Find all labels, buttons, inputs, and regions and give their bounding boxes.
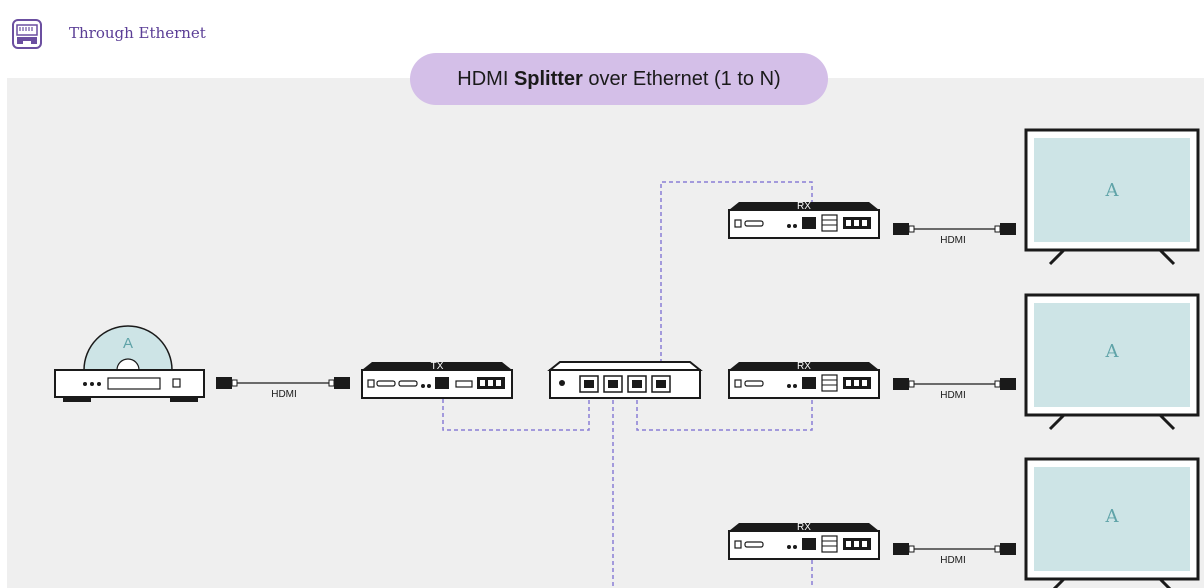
display-top: A [1024, 128, 1200, 266]
disc-letter: A [123, 335, 133, 352]
cable-label: HDMI [940, 555, 966, 566]
switch-to-rx-top-link [660, 181, 813, 370]
display-middle: A [1024, 293, 1200, 431]
diagram-title: HDMI Splitter over Ethernet (1 to N) [410, 53, 828, 105]
switch-to-rx-middle-link [636, 393, 813, 431]
title-suffix: over Ethernet (1 to N) [582, 67, 781, 90]
cable-label: HDMI [940, 390, 966, 401]
receiver-rx-bottom: RX [728, 522, 880, 560]
receiver-rx-middle: RX [728, 361, 880, 399]
ethernet-port-icon [12, 19, 42, 49]
screen-letter: A [1105, 506, 1120, 527]
ethernet-links [442, 181, 813, 588]
network-switch [547, 361, 703, 399]
screen-letter: A [1105, 341, 1120, 362]
title-prefix: HDMI [457, 67, 514, 90]
disc-player: A [54, 325, 205, 402]
diagram-canvas [7, 78, 1204, 588]
screen-letter: A [1105, 180, 1120, 201]
cable-label: HDMI [271, 389, 297, 400]
tx-to-switch-link [442, 393, 590, 431]
tx-label: TX [431, 361, 444, 372]
rx-label: RX [797, 361, 811, 372]
header-title: Through Ethernet [69, 24, 206, 42]
rx-label: RX [797, 201, 811, 212]
hdmi-cable-middle: HDMI [892, 377, 1017, 401]
source-hdmi-cable: HDMI [215, 376, 351, 400]
receiver-rx-top: RX [728, 201, 880, 239]
transmitter-tx: TX [361, 361, 513, 399]
title-strong: Splitter [513, 67, 583, 90]
hdmi-cable-bottom: HDMI [892, 542, 1017, 566]
display-bottom: A [1024, 457, 1200, 588]
cable-label: HDMI [940, 235, 966, 246]
hdmi-cable-top: HDMI [892, 222, 1017, 246]
rx-label: RX [797, 522, 811, 533]
